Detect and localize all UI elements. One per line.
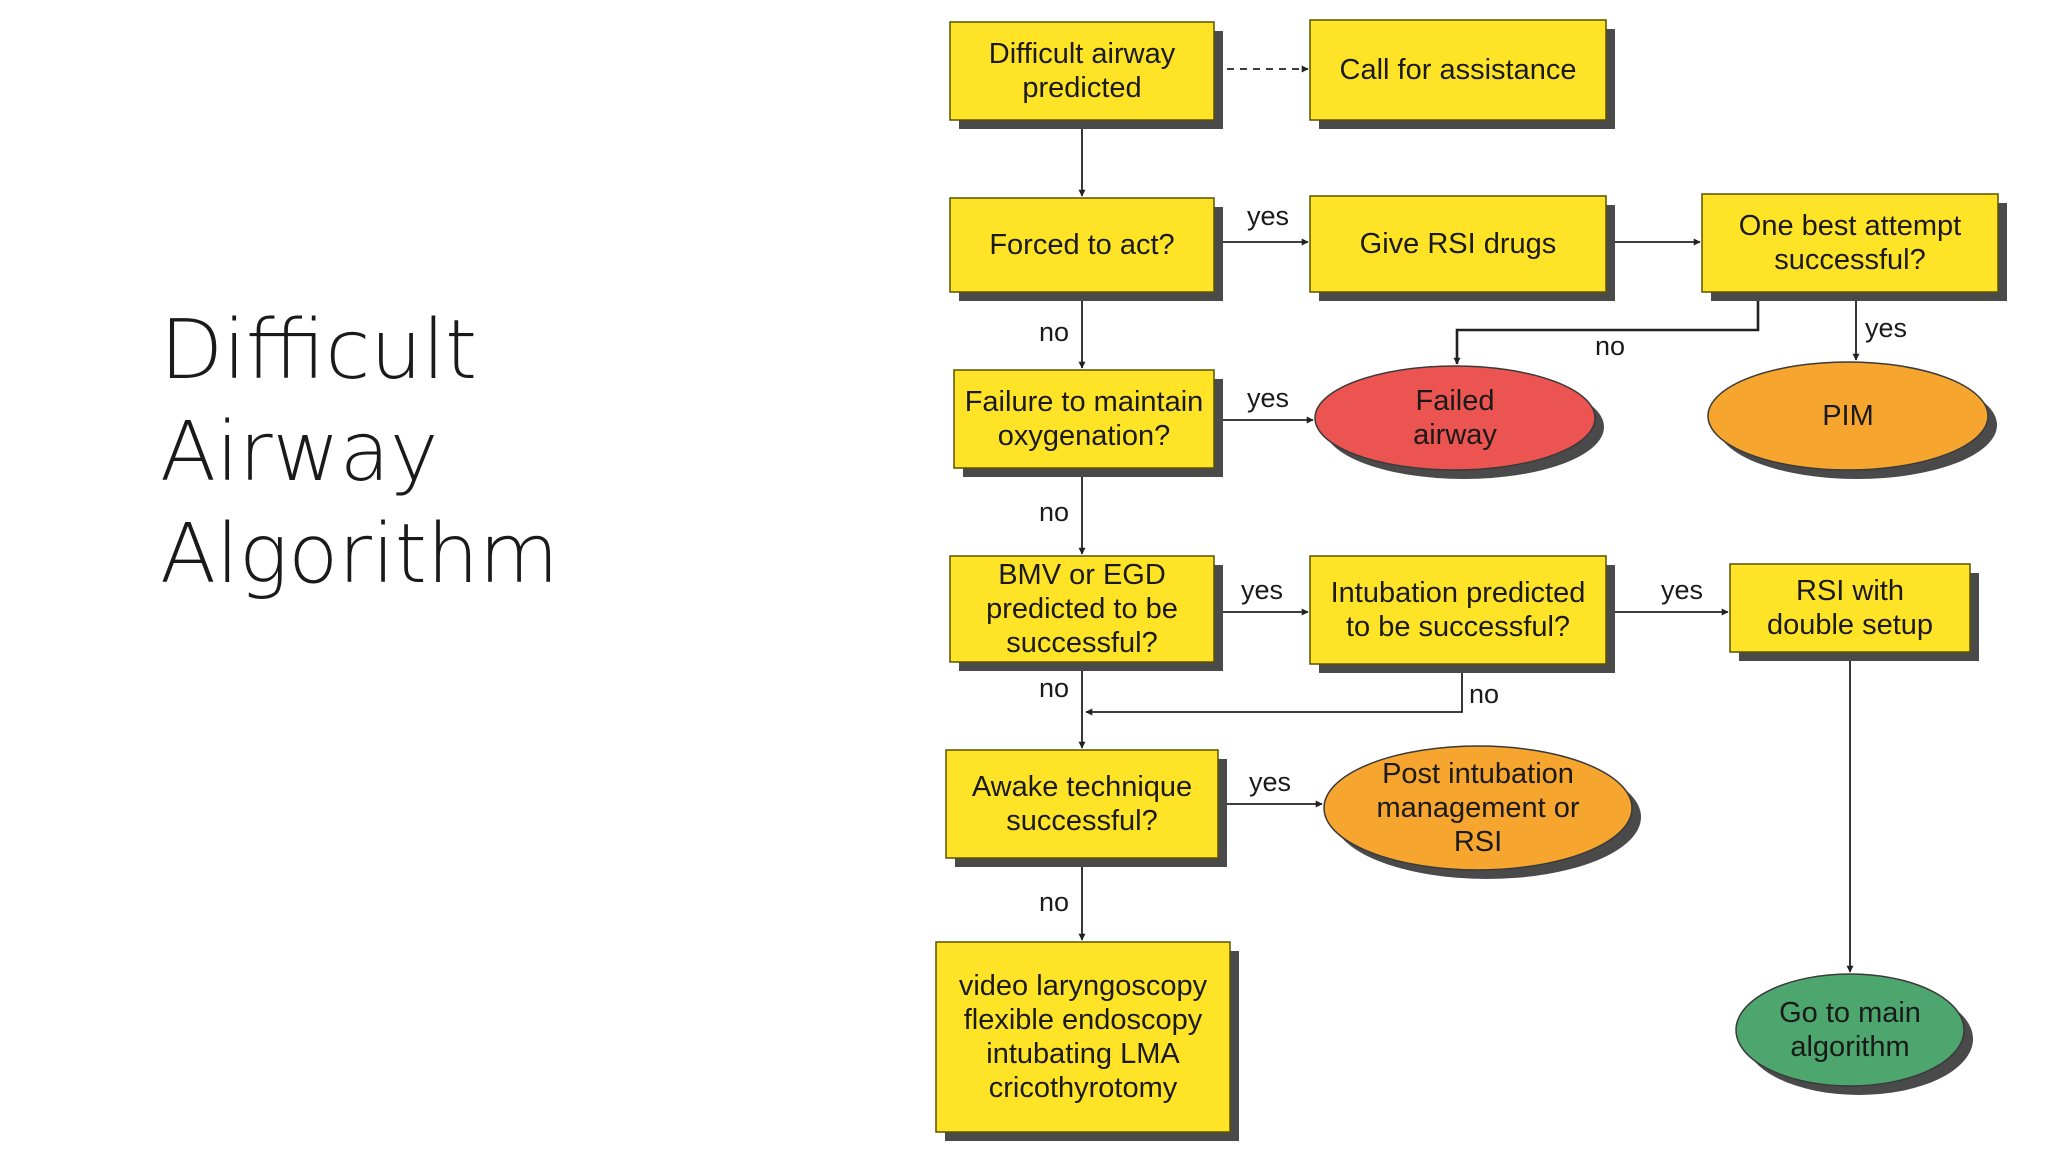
node-text: video laryngoscopy (959, 970, 1208, 1002)
edge-best-to-failed (1453, 292, 1760, 365)
node-box (1309, 19, 1607, 121)
node-text: Forced to act? (989, 229, 1174, 261)
slide-title-line-1: Difficult (160, 303, 478, 398)
node-text: Give RSI drugs (1360, 228, 1557, 260)
node-text: predicted to be (986, 593, 1178, 625)
edge-label-best-yes: yes (1865, 313, 1907, 343)
node-forced-to-act: Forced to act? (949, 197, 1223, 301)
node-text: successful? (1006, 627, 1158, 659)
edge-label-awake-no: no (1039, 887, 1069, 917)
node-give-rsi: Give RSI drugs (1309, 195, 1615, 301)
node-box (1309, 195, 1607, 293)
node-ellipse (1323, 745, 1633, 871)
node-text: airway (1413, 419, 1497, 451)
node-text: Call for assistance (1340, 54, 1577, 86)
node-text: oxygenation? (998, 420, 1171, 452)
edge-label-forced-no: no (1039, 317, 1069, 347)
node-text: flexible endoscopy (964, 1004, 1203, 1036)
node-ellipse (1314, 365, 1596, 471)
node-text: Failed (1416, 385, 1495, 417)
node-text: successful? (1006, 805, 1158, 837)
edge-intubation-no (1085, 664, 1463, 716)
node-box (1309, 555, 1607, 665)
node-ellipse (1735, 973, 1965, 1087)
node-call-assistance: Call for assistance (1309, 19, 1615, 129)
node-text: algorithm (1790, 1031, 1909, 1063)
node-text: management or (1376, 792, 1579, 824)
node-text: predicted (1022, 72, 1141, 104)
node-text: PIM (1822, 400, 1874, 432)
edge-labels: yes no no yes yes no yes no yes no yes no (1039, 201, 1907, 917)
edge-label-best-no: no (1595, 331, 1625, 361)
node-text: Difficult airway (989, 38, 1176, 70)
node-pim: PIM (1707, 361, 1997, 479)
node-box (949, 555, 1215, 663)
node-text: Intubation predicted (1331, 577, 1586, 609)
node-box (949, 197, 1215, 293)
node-box (953, 369, 1215, 469)
edge-label-forced-yes: yes (1247, 201, 1289, 231)
node-box (935, 941, 1231, 1133)
edge-label-awake-yes: yes (1249, 767, 1291, 797)
node-text: Go to main (1779, 997, 1921, 1029)
node-ellipse (1707, 361, 1989, 471)
node-text: One best attempt (1739, 210, 1961, 242)
node-text: RSI (1454, 826, 1502, 858)
node-text: Post intubation (1382, 758, 1574, 790)
slide-title: Difficult Airway Algorithm (160, 300, 559, 606)
node-box (945, 749, 1219, 859)
edge-label-intub-yes: yes (1661, 575, 1703, 605)
edge-label-bmv-no: no (1039, 673, 1069, 703)
slide-title-line-2: Airway (160, 405, 439, 500)
edge-label-intub-no: no (1469, 679, 1499, 709)
edge-label-failure-yes: yes (1247, 383, 1289, 413)
node-text: successful? (1774, 244, 1926, 276)
node-box (949, 21, 1215, 121)
edge-label-failure-no: no (1039, 497, 1069, 527)
slide-title-line-3: Algorithm (160, 507, 559, 602)
node-text: Failure to maintain (965, 386, 1204, 418)
node-text: BMV or EGD (998, 559, 1166, 591)
node-box (1701, 193, 1999, 293)
node-text: to be successful? (1346, 611, 1570, 643)
node-text: Awake technique (972, 771, 1192, 803)
edges (1078, 65, 1860, 973)
node-box (1729, 563, 1971, 653)
node-text: double setup (1767, 609, 1933, 641)
edge-label-bmv-yes: yes (1241, 575, 1283, 605)
node-text: RSI with (1796, 575, 1904, 607)
node-text: intubating LMA (986, 1038, 1180, 1070)
node-text: cricothyrotomy (989, 1072, 1178, 1104)
